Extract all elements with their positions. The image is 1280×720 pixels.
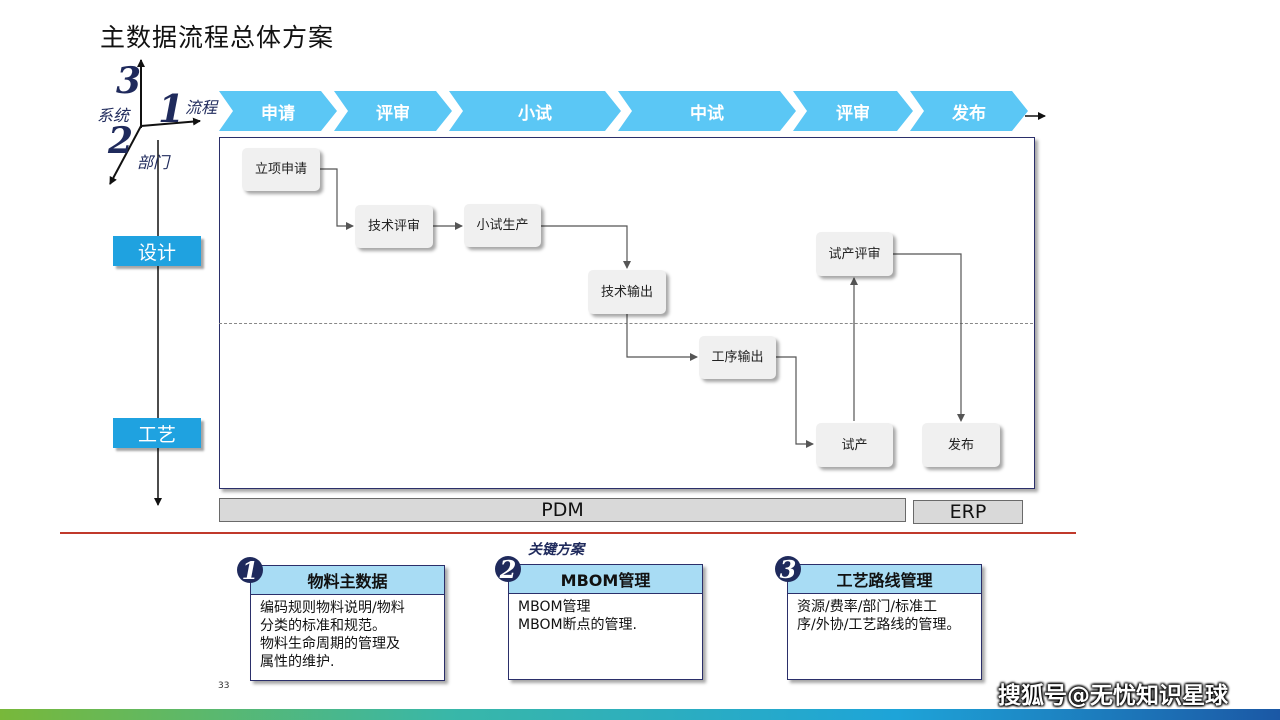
flow-node-process-output: 工序输出 xyxy=(699,336,776,379)
process-axis-line xyxy=(140,117,201,127)
stage-label: 评审 xyxy=(836,103,870,124)
page-title: 主数据流程总体方案 xyxy=(100,23,335,52)
stage-chevron: 评审 xyxy=(334,91,452,131)
flow-node-tech-review: 技术评审 xyxy=(355,205,433,248)
card-number-badge: 1 xyxy=(237,556,263,585)
flow-node-trial-review: 试产评审 xyxy=(816,232,893,276)
flow-node-trial-production: 试产 xyxy=(816,423,893,467)
row-label-craft: 工艺 xyxy=(113,418,201,448)
stage-chevron: 申请 xyxy=(219,91,337,131)
card-text-line: 编码规则物料说明/物料 xyxy=(260,600,405,616)
key-solutions-title: 关键方案 xyxy=(528,542,584,558)
card-title: 物料主数据 xyxy=(251,566,444,595)
axis-label-dept: 部门 xyxy=(137,153,170,172)
card-number-badge: 3 xyxy=(775,555,801,584)
connector-n3-n4 xyxy=(541,225,631,269)
card-number-badge: 2 xyxy=(495,555,521,584)
stage-label: 申请 xyxy=(261,103,295,124)
axis-label-system: 系统 xyxy=(97,106,130,125)
axis-number-dept: 2 xyxy=(108,120,134,162)
solution-card-material: 物料主数据 编码规则物料说明/物料 分类的标准和规范。 物料生命周期的管理及 属… xyxy=(250,565,445,681)
card-text-line: MBOM断点的管理. xyxy=(518,617,637,633)
card-text-line: 分类的标准和规范。 xyxy=(260,618,386,634)
connector-n6-n8 xyxy=(893,253,965,422)
flow-node-tech-output: 技术输出 xyxy=(588,270,666,314)
flow-node-release: 发布 xyxy=(922,423,1000,467)
system-bar-pdm: PDM xyxy=(219,498,906,522)
axis-label-process: 流程 xyxy=(185,98,218,117)
stage-label: 评审 xyxy=(376,103,410,124)
card-title: MBOM管理 xyxy=(509,565,702,594)
section-divider xyxy=(60,532,1076,534)
connector-n5-n7 xyxy=(776,356,814,448)
card-text-line: 物料生命周期的管理及 xyxy=(260,636,400,652)
flow-node-project-apply: 立项申请 xyxy=(242,148,320,191)
stage-chevron: 小试 xyxy=(449,91,621,131)
axis-number-system: 3 xyxy=(116,60,142,102)
stage-chevron: 中试 xyxy=(618,91,796,131)
card-text-line: 属性的维护. xyxy=(260,654,335,670)
stage-label: 小试 xyxy=(518,103,552,124)
card-title: 工艺路线管理 xyxy=(788,565,981,594)
flow-node-pilot-production: 小试生产 xyxy=(464,204,541,247)
axis-number-process: 1 xyxy=(158,86,185,131)
footer-gradient-bar xyxy=(0,709,1280,720)
card-text-line: 序/外协/工艺路线的管理。 xyxy=(797,617,961,633)
stage-chevron: 发布 xyxy=(910,91,1028,131)
row-label-design: 设计 xyxy=(113,236,201,266)
system-bar-erp: ERP xyxy=(913,500,1023,524)
swimlane-divider xyxy=(219,323,1033,324)
solution-card-mbom: MBOM管理 MBOM管理 MBOM断点的管理. xyxy=(508,564,703,680)
card-text-line: MBOM管理 xyxy=(518,599,591,615)
connector-n4-n5 xyxy=(626,314,698,361)
solution-card-routing: 工艺路线管理 资源/费率/部门/标准工 序/外协/工艺路线的管理。 xyxy=(787,564,982,680)
stage-label: 中试 xyxy=(690,103,724,124)
watermark: 搜狐号@无忧知识星球 xyxy=(998,683,1228,709)
page-number: 33 xyxy=(218,681,230,691)
card-text-line: 资源/费率/部门/标准工 xyxy=(797,599,938,615)
stage-label: 发布 xyxy=(952,103,986,124)
connector-n1-n2 xyxy=(320,168,354,230)
stage-chevron: 评审 xyxy=(793,91,913,131)
dept-axis-line xyxy=(109,125,142,185)
